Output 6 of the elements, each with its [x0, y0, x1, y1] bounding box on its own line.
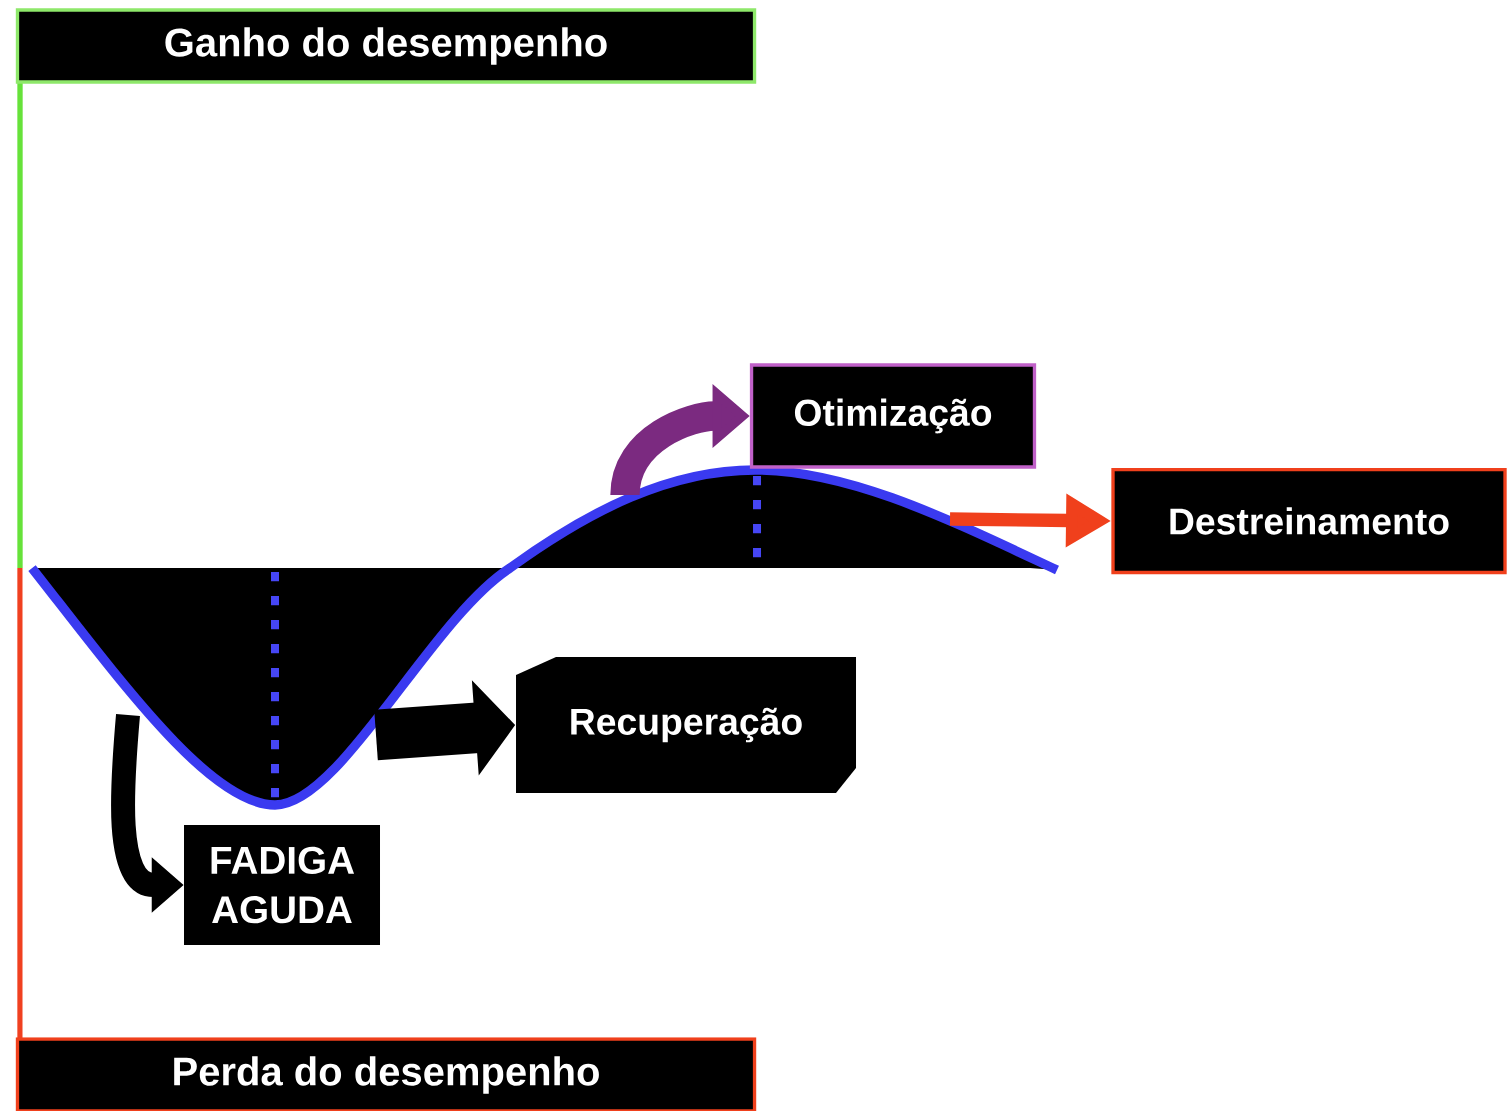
label-box: Recuperação — [516, 657, 856, 793]
label-box: FADIGA AGUDA — [184, 825, 380, 945]
heading-box: Perda do desempenho — [15, 1037, 757, 1111]
label-box: Destreinamento — [1111, 467, 1507, 575]
label-box: Otimização — [749, 363, 1037, 469]
heading-box: Ganho do desempenho — [15, 8, 757, 84]
